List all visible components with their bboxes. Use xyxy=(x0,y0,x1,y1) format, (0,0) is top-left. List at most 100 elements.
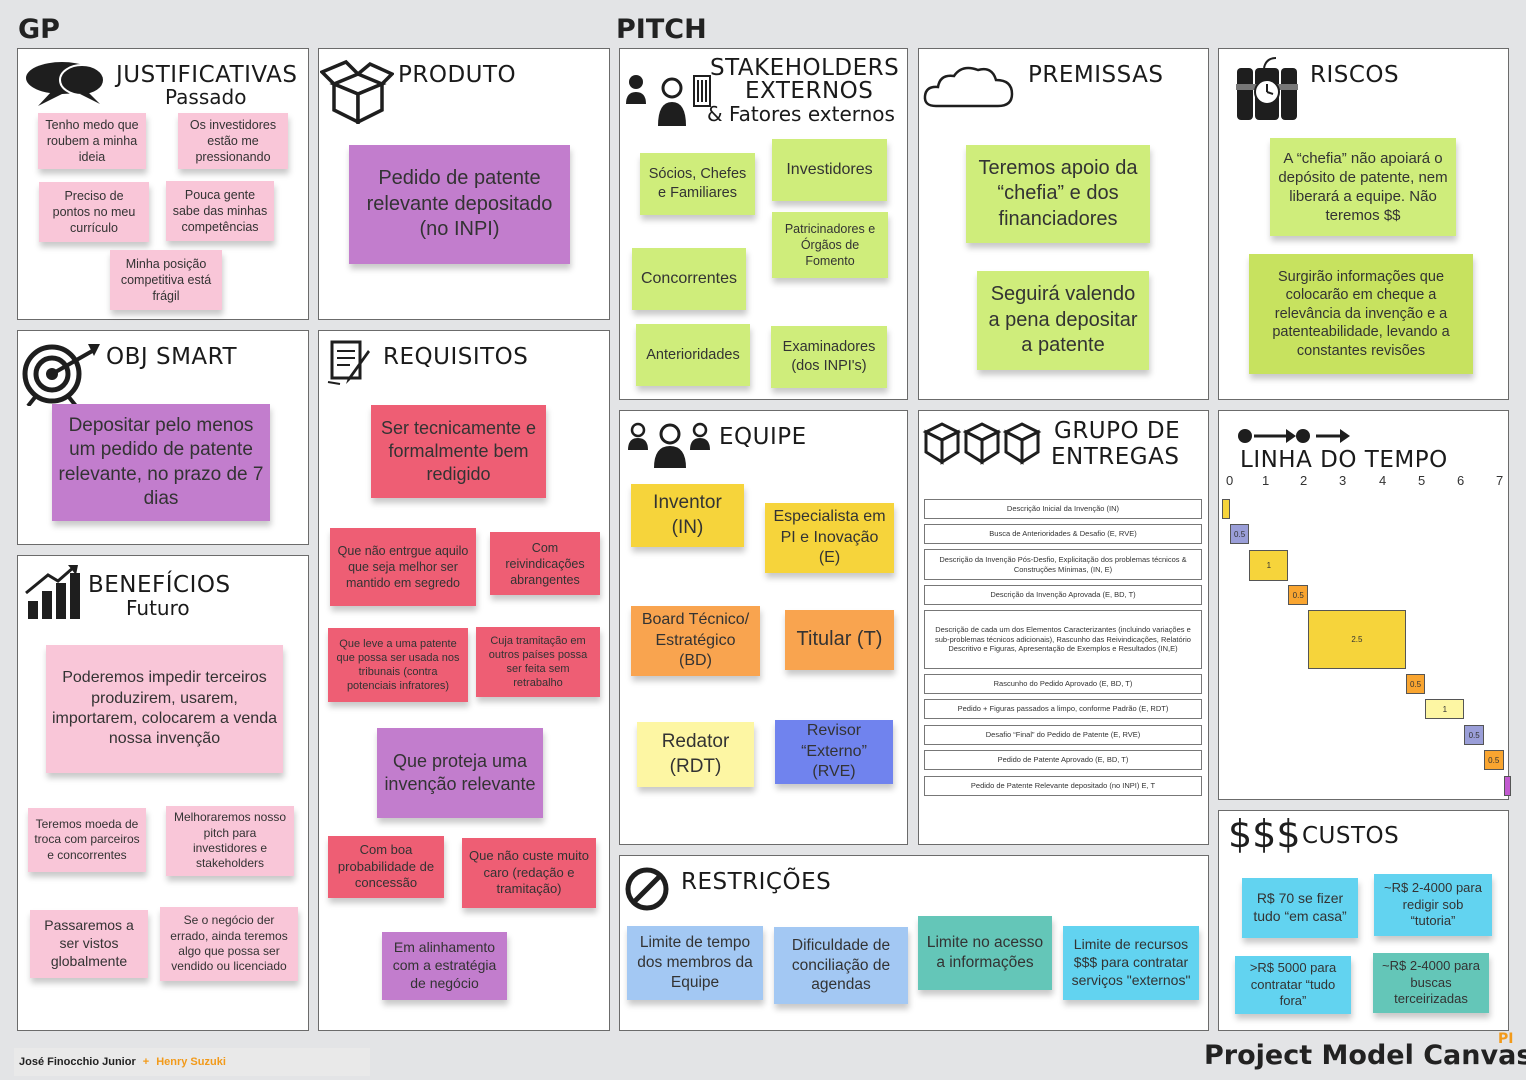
deliverable-item: Rascunho do Pedido Aprovado (E, BD, T) xyxy=(924,674,1202,694)
justificativa-note: Os investidores estão me pressionando xyxy=(178,113,288,169)
author-name: Henry Suzuki xyxy=(156,1056,226,1068)
custo-note: >R$ 5000 para contratar “tudo fora” xyxy=(1235,956,1351,1014)
target-icon xyxy=(22,344,100,406)
justificativa-note: Minha posição competitiva está frágil xyxy=(110,250,222,310)
timeline-bar: 0.5 xyxy=(1464,725,1484,745)
justificativa-note: Pouca gente sabe das minhas competências xyxy=(166,181,274,241)
obj-smart-note: Depositar pelo menos um pedido de patent… xyxy=(52,404,270,521)
prohibited-icon xyxy=(625,867,669,911)
open-box-icon xyxy=(320,59,394,124)
beneficio-note: Se o negócio der errado, ainda teremos a… xyxy=(160,907,298,981)
beneficios-subtitle: Futuro xyxy=(126,596,190,620)
panel-grupo-entregas xyxy=(918,410,1209,845)
timeline-bar: 0.5 xyxy=(1405,674,1426,694)
riscos-title: RISCOS xyxy=(1310,62,1400,88)
requisitos-title: REQUISITOS xyxy=(383,344,529,370)
timeline-tick: 2 xyxy=(1300,473,1308,488)
produto-note: Pedido de patente relevante depositado (… xyxy=(349,145,570,264)
document-pen-icon xyxy=(327,340,370,385)
grupo-entregas-title-line2: ENTREGAS xyxy=(1051,444,1180,470)
team-icon xyxy=(628,422,710,468)
equipe-note: Inventor (IN) xyxy=(631,484,744,547)
author-name: José Finocchio Junior xyxy=(19,1056,136,1068)
custo-note: ~R$ 2-4000 para redigir sob “tutoria” xyxy=(1374,874,1492,936)
beneficio-note: Melhoraremos nosso pitch para investidor… xyxy=(166,806,294,876)
stakeholders-title-line2: EXTERNOS xyxy=(745,78,874,104)
author-separator: + xyxy=(142,1056,150,1068)
deliverable-item: Descrição da Invenção Pós-Desfio, Explic… xyxy=(924,549,1202,580)
premissas-title: PREMISSAS xyxy=(1028,62,1164,88)
timeline-tick: 3 xyxy=(1339,473,1347,488)
timeline-bar: 1 xyxy=(1249,550,1289,581)
brand-title: Project Model Canvas xyxy=(1204,1040,1526,1071)
requisito-note: Que não entrgue aquilo que seja melhor s… xyxy=(330,528,476,606)
stakeholders-title-line1: STAKEHOLDERS xyxy=(710,55,900,81)
timeline-bar: 0.5 xyxy=(1288,585,1309,605)
deliverable-item: Busca de Anterioridades & Desafio (E, RV… xyxy=(924,524,1202,544)
speech-bubble-icon xyxy=(26,62,105,106)
requisito-note: Ser tecnicamente e formalmente bem redig… xyxy=(371,405,546,498)
people-building-icon xyxy=(626,75,711,126)
equipe-note: Titular (T) xyxy=(785,610,894,670)
equipe-note: Board Técnico/ Estratégico (BD) xyxy=(631,606,760,676)
restricao-note: Dificuldade de conciliação de agendas xyxy=(774,927,908,1004)
timeline-bar xyxy=(1503,776,1512,796)
stakeholder-note: Anterioridades xyxy=(636,324,750,386)
custo-note: ~R$ 2-4000 para buscas terceirizadas xyxy=(1373,953,1489,1013)
timeline-tick: 5 xyxy=(1418,473,1426,488)
requisito-note: Com reivindicações abrangentes xyxy=(490,532,600,595)
authors: José Finocchio Junior + Henry Suzuki xyxy=(14,1048,370,1076)
deliverable-item: Pedido de Patente Relevante depositado (… xyxy=(924,776,1202,796)
timeline-tick: 6 xyxy=(1457,473,1465,488)
premissa-note: Seguirá valendo a pena depositar a paten… xyxy=(977,271,1149,370)
deliverable-item: Descrição Inicial da Invenção (IN) xyxy=(924,499,1202,519)
restricao-note: Limite de recursos $$$ para contratar se… xyxy=(1063,926,1199,1000)
requisito-note: Em alinhamento com a estratégia de negóc… xyxy=(382,932,507,1000)
timeline-bar: 2.5 xyxy=(1308,610,1406,669)
custos-title: CUSTOS xyxy=(1302,823,1400,849)
risco-note: Surgirão informações que colocarão em ch… xyxy=(1249,254,1473,374)
premissa-note: Teremos apoio da “chefia” e dos financia… xyxy=(966,145,1150,243)
gp-header: GP xyxy=(18,14,60,45)
beneficio-note: Teremos moeda de troca com parceiros e c… xyxy=(28,808,146,872)
stakeholder-note: Examinadores (dos INPI's) xyxy=(771,326,887,388)
beneficios-title: BENEFÍCIOS xyxy=(88,572,231,598)
deliverable-item: Descrição da Invenção Aprovada (E, BD, T… xyxy=(924,585,1202,605)
grupo-entregas-title-line1: GRUPO DE xyxy=(1054,418,1181,444)
risco-note: A “chefia” não apoiará o depósito de pat… xyxy=(1270,138,1456,236)
timeline-tick: 4 xyxy=(1379,473,1387,488)
stakeholder-note: Patricinadores e Órgãos de Fomento xyxy=(772,212,888,278)
timeline-bar xyxy=(1222,499,1230,519)
equipe-title: EQUIPE xyxy=(719,424,807,450)
bar-growth-icon xyxy=(25,565,80,619)
boxes-icon xyxy=(922,422,1042,465)
stakeholder-note: Concorrentes xyxy=(632,248,746,310)
pitch-header: PITCH xyxy=(616,14,707,45)
brand-superscript: PI xyxy=(1498,1031,1514,1047)
beneficio-note: Poderemos impedir terceiros produzirem, … xyxy=(46,645,283,773)
timeline-tick: 1 xyxy=(1262,473,1270,488)
justificativa-note: Preciso de pontos no meu currículo xyxy=(39,182,149,242)
requisito-note: Cuja tramitação em outros países possa s… xyxy=(476,627,600,697)
justificativas-subtitle: Passado xyxy=(165,85,247,109)
timeline-arrows-icon xyxy=(1238,429,1350,443)
timeline-bar: 1 xyxy=(1425,699,1465,719)
money-icon: $$$ xyxy=(1228,812,1301,856)
requisito-note: Com boa probabilidade de concessão xyxy=(328,836,444,898)
requisito-note: Que proteja uma invenção relevante xyxy=(377,728,543,818)
deliverable-item: Desafio “Final” do Pedido de Patente (E,… xyxy=(924,725,1202,745)
equipe-note: Redator (RDT) xyxy=(637,722,754,787)
timeline-bar: 0.5 xyxy=(1229,524,1250,544)
timeline-bar: 0.5 xyxy=(1483,750,1504,770)
justificativas-title: JUSTIFICATIVAS xyxy=(116,62,298,88)
stakeholders-subtitle: & Fatores externos xyxy=(707,102,895,126)
panel-linha-do-tempo xyxy=(1218,410,1509,800)
obj-smart-title: OBJ SMART xyxy=(106,344,238,370)
stakeholder-note: Sócios, Chefes e Familiares xyxy=(640,153,755,215)
timeline-tick: 0 xyxy=(1226,473,1234,488)
restricao-note: Limite de tempo dos membros da Equipe xyxy=(627,926,763,1000)
justificativa-note: Tenho medo que roubem a minha ideia xyxy=(38,113,146,169)
requisito-note: Que não custe muito caro (redação e tram… xyxy=(462,838,596,908)
deliverable-item: Pedido de Patente Aprovado (E, BD, T) xyxy=(924,750,1202,770)
beneficio-note: Passaremos a ser vistos globalmente xyxy=(30,910,148,978)
